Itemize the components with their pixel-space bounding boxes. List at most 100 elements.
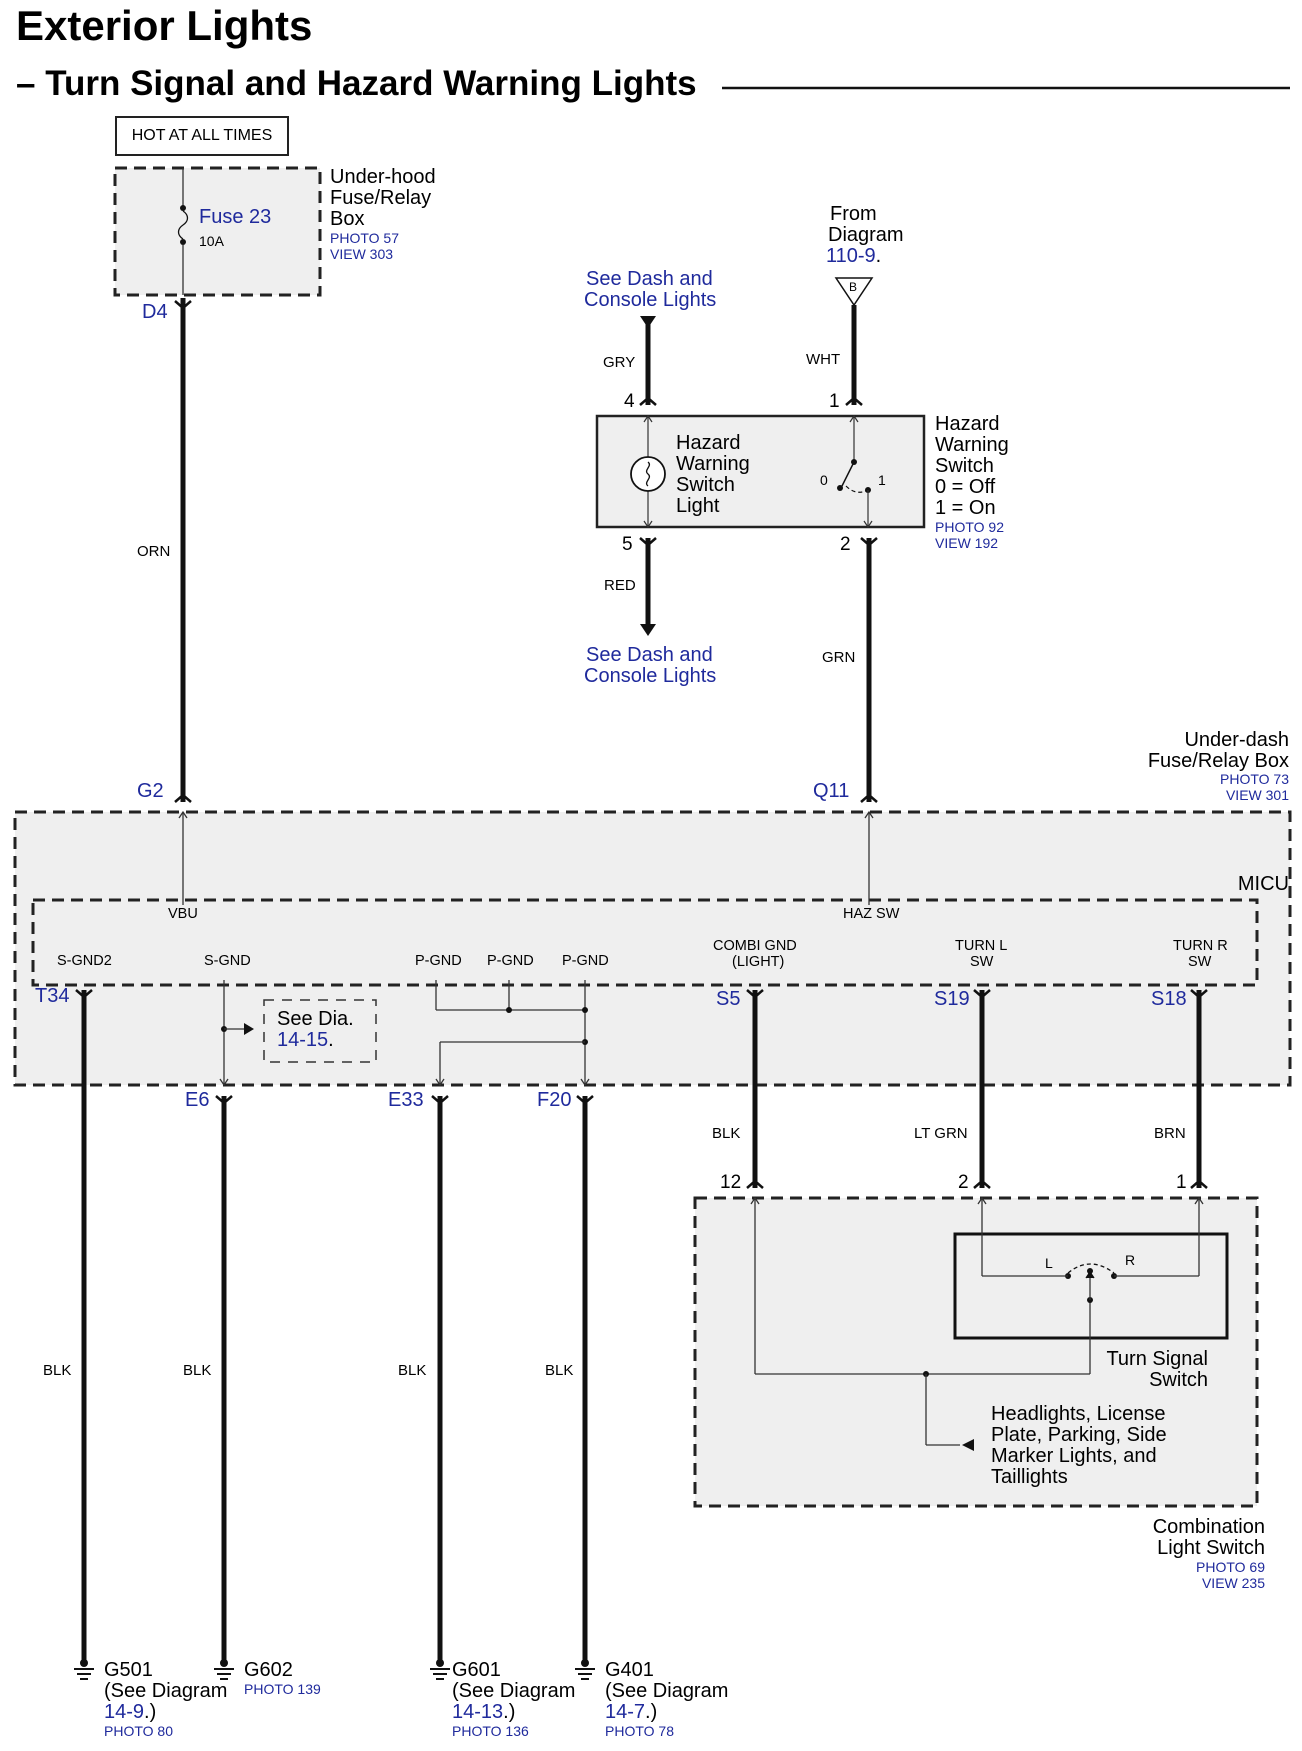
ground-g401-end: .): [645, 1701, 658, 1723]
connector-s18: S18: [1151, 988, 1187, 1010]
ground-g401-photo[interactable]: PHOTO 78: [605, 1723, 674, 1739]
headlights-label-2: Plate, Parking, Side: [991, 1424, 1167, 1446]
dash-console-link-bottom-2[interactable]: Console Lights: [584, 665, 717, 687]
combination-switch-name-1: Combination: [1152, 1516, 1265, 1538]
wire-label-blk-5: BLK: [712, 1125, 741, 1142]
connector-f20: F20: [537, 1089, 572, 1111]
wire-label-lt-grn: LT GRN: [914, 1125, 968, 1142]
ground-g602-photo[interactable]: PHOTO 139: [244, 1681, 321, 1697]
see-dia-suffix: .: [328, 1029, 334, 1051]
pin-12: 12: [720, 1172, 742, 1193]
signal-s-gnd: S-GND: [204, 953, 251, 969]
signal-turn-r-1: TURN R: [1173, 938, 1228, 954]
from-diagram-line1: From: [830, 203, 877, 225]
combination-switch-photo[interactable]: PHOTO 69: [1196, 1559, 1265, 1575]
ground-g602: G602: [244, 1659, 293, 1681]
wire-label-blk-1: BLK: [43, 1362, 72, 1379]
ground-g501-end: .): [144, 1701, 157, 1723]
hazard-light-label-1: Hazard: [676, 432, 741, 454]
connector-e33: E33: [388, 1089, 424, 1111]
connector-q11: Q11: [813, 780, 850, 802]
turn-signal-switch-box: [953, 1232, 1229, 1340]
pin-1-hazard: 1: [829, 391, 840, 412]
underdash-box-photo[interactable]: PHOTO 73: [1220, 771, 1289, 787]
hazard-switch-state-off: 0 = Off: [935, 476, 996, 498]
signal-vbu: VBU: [168, 906, 198, 922]
headlights-label-4: Taillights: [991, 1466, 1068, 1488]
underhood-box-view[interactable]: VIEW 303: [330, 246, 394, 262]
ground-g401: G401: [605, 1659, 654, 1681]
ground-g601-ref[interactable]: 14-13: [452, 1701, 504, 1723]
connector-s5: S5: [716, 988, 741, 1010]
hazard-light-label-2: Warning: [676, 453, 750, 475]
hazard-switch-name-3: Switch: [935, 455, 994, 477]
connector-b-label: B: [849, 280, 858, 294]
hazard-switch-name-1: Hazard: [935, 413, 1000, 435]
underdash-box-name-1: Under-dash: [1184, 729, 1289, 751]
dash-console-link-top-1[interactable]: See Dash and: [586, 268, 713, 290]
hazard-switch-name-2: Warning: [935, 434, 1009, 456]
ground-g501-ref[interactable]: 14-9: [104, 1701, 145, 1723]
signal-combi-gnd-1: COMBI GND: [713, 938, 797, 954]
pin-2-hazard: 2: [840, 534, 851, 555]
connector-t34: T34: [35, 985, 70, 1007]
wire-label-blk-2: BLK: [183, 1362, 212, 1379]
underhood-box-photo[interactable]: PHOTO 57: [330, 230, 399, 246]
pin-1-combo: 1: [1176, 1172, 1187, 1193]
hazard-switch-state-on: 1 = On: [935, 497, 996, 519]
underhood-box-name-1: Under-hood: [330, 166, 436, 188]
signal-p-gnd-3: P-GND: [562, 953, 609, 969]
hazard-switch-view[interactable]: VIEW 192: [935, 535, 999, 551]
combination-switch-view[interactable]: VIEW 235: [1201, 1575, 1265, 1591]
ground-g401-see: (See Diagram: [605, 1680, 729, 1702]
underhood-fuse-box: [113, 166, 322, 297]
switch-pos-0: 0: [820, 472, 828, 488]
ground-g601: G601: [452, 1659, 501, 1681]
from-diagram-line2: Diagram: [828, 224, 904, 246]
micu-label: MICU: [1237, 873, 1289, 895]
ground-g601-end: .): [503, 1701, 516, 1723]
ground-g601-photo[interactable]: PHOTO 136: [452, 1723, 529, 1739]
see-dia-box: [263, 999, 377, 1063]
see-dia-label: See Dia.: [277, 1008, 354, 1030]
fuse-23-label[interactable]: Fuse 23: [199, 206, 272, 228]
ground-g501: G501: [104, 1659, 153, 1681]
connector-b-flag: [834, 277, 874, 307]
from-diagram-ref[interactable]: 110-9: [826, 245, 876, 267]
wire-label-orn: ORN: [137, 543, 171, 560]
ground-symbol-g401: [575, 1659, 595, 1680]
switch-pos-1: 1: [878, 472, 886, 488]
wire-label-grn: GRN: [822, 649, 856, 666]
wire-label-wht: WHT: [806, 351, 841, 368]
headlights-label-1: Headlights, License: [991, 1403, 1166, 1425]
underdash-box-view[interactable]: VIEW 301: [1225, 787, 1289, 803]
connector-g2: G2: [137, 780, 164, 802]
wire-label-blk-4: BLK: [545, 1362, 574, 1379]
pin-4: 4: [624, 391, 635, 412]
hazard-light-label-3: Switch: [676, 474, 735, 496]
ground-g401-ref[interactable]: 14-7: [605, 1701, 646, 1723]
wire-label-red: RED: [604, 577, 636, 594]
turn-signal-switch-label-2: Switch: [1149, 1369, 1208, 1391]
switch-blade: [840, 461, 855, 489]
connector-s19: S19: [934, 988, 970, 1010]
dash-console-link-bottom-1[interactable]: See Dash and: [586, 644, 713, 666]
hazard-switch-photo[interactable]: PHOTO 92: [935, 519, 1004, 535]
signal-p-gnd-1: P-GND: [415, 953, 462, 969]
combination-switch-name-2: Light Switch: [1157, 1537, 1265, 1559]
page-title: Exterior Lights: [16, 2, 313, 49]
underdash-box-name-2: Fuse/Relay Box: [1147, 750, 1289, 772]
signal-turn-l-2: SW: [970, 954, 994, 970]
ground-g501-photo[interactable]: PHOTO 80: [104, 1723, 173, 1739]
see-dia-ref[interactable]: 14-15: [277, 1029, 329, 1051]
pin-5: 5: [622, 534, 633, 555]
dash-console-link-top-2[interactable]: Console Lights: [584, 289, 717, 311]
signal-s-gnd2: S-GND2: [57, 953, 112, 969]
signal-haz-sw: HAZ SW: [843, 906, 900, 922]
ground-symbol-g602: [214, 1659, 234, 1680]
hot-at-all-times-label: HOT AT ALL TIMES: [115, 116, 289, 156]
signal-turn-r-2: SW: [1188, 954, 1212, 970]
ground-symbol-g601: [430, 1659, 450, 1680]
underhood-box-name-2: Fuse/Relay: [330, 187, 432, 209]
